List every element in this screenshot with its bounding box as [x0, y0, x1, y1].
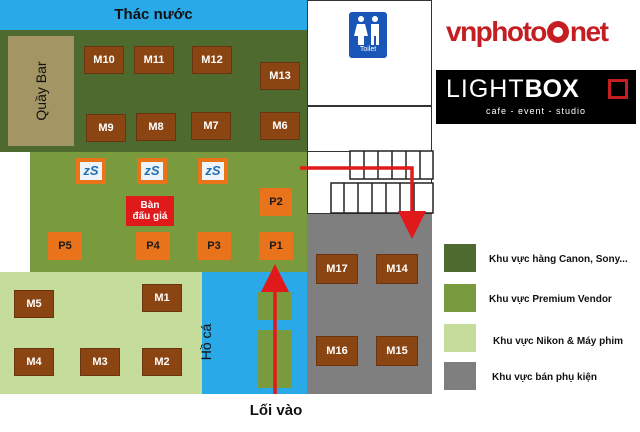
legend-label-accessories: Khu vực bán phụ kiện [492, 372, 598, 383]
booth-m17[interactable]: M17 [316, 254, 358, 284]
entrance-label: Lối vào [249, 402, 303, 419]
booth-m14[interactable]: M14 [376, 254, 418, 284]
booth-m4[interactable]: M4 [14, 348, 54, 376]
booth-p3[interactable]: P3 [197, 232, 231, 260]
auction-table-label: Bàn đấu giá [132, 200, 168, 222]
booth-m8[interactable]: M8 [136, 113, 176, 141]
booth-m1[interactable]: M1 [142, 284, 182, 312]
lightbox-box-icon [608, 79, 628, 99]
booth-m7[interactable]: M7 [191, 112, 231, 140]
toilet-label: Toilet [359, 46, 377, 53]
toilet-icon [354, 16, 379, 45]
lightbox-bold: BOX [524, 75, 579, 103]
bar-counter: Quầy Bar [8, 36, 74, 146]
booth-m6[interactable]: M6 [260, 112, 300, 140]
booth-p1[interactable]: P1 [259, 232, 293, 260]
zs-block-1: zS [76, 158, 106, 184]
booth-p4[interactable]: P4 [136, 232, 170, 260]
booth-m11[interactable]: M11 [134, 46, 174, 74]
aperture-icon [546, 21, 569, 43]
legend-swatch-accessories [444, 362, 476, 390]
booth-m13[interactable]: M13 [260, 62, 300, 90]
legend-label-premium: Khu vực Premium Vendor [489, 294, 612, 305]
stairs [330, 150, 434, 214]
vnphoto-logo-left: vnphoto [446, 16, 547, 47]
booth-m2[interactable]: M2 [142, 348, 182, 376]
legend-swatch-nikon [444, 324, 476, 352]
booth-p2[interactable]: P2 [260, 188, 292, 216]
booth-m9[interactable]: M9 [86, 114, 126, 142]
lightbox-sub: cafe - event - studio [485, 106, 587, 116]
lightbox-wordmark: LIGHTBOX [446, 74, 616, 104]
toilet-sign: Toilet [349, 12, 387, 58]
auction-table[interactable]: Bàn đấu giá [126, 196, 174, 226]
booth-m16[interactable]: M16 [316, 336, 358, 366]
legend-swatch-premium [444, 284, 476, 312]
booth-m15[interactable]: M15 [376, 336, 418, 366]
lightbox-light: LIGHT [446, 75, 525, 103]
legend-label-canon-sony: Khu vực hàng Canon, Sony... [489, 254, 628, 265]
booth-p5[interactable]: P5 [48, 232, 82, 260]
vnphoto-logo-right: net [569, 16, 609, 47]
accessories-arrow [300, 166, 426, 239]
toilet-room [307, 0, 432, 106]
zs-block-2: zS [137, 158, 167, 184]
legend-label-nikon: Khu vực Nikon & Máy phim [493, 336, 624, 347]
vnphoto-logo: vnphoto net [446, 12, 632, 52]
zs-block-3: zS [198, 158, 228, 184]
booth-m10[interactable]: M10 [84, 46, 124, 74]
booth-m5[interactable]: M5 [14, 290, 54, 318]
waterfall-label: Thác nước [114, 6, 193, 23]
booth-m3[interactable]: M3 [80, 348, 120, 376]
booth-m12[interactable]: M12 [192, 46, 232, 74]
lightbox-logo: LIGHTBOX cafe - event - studio [436, 70, 636, 124]
waterfall-zone: Thác nước [0, 0, 307, 30]
legend-swatch-canon-sony [444, 244, 476, 272]
